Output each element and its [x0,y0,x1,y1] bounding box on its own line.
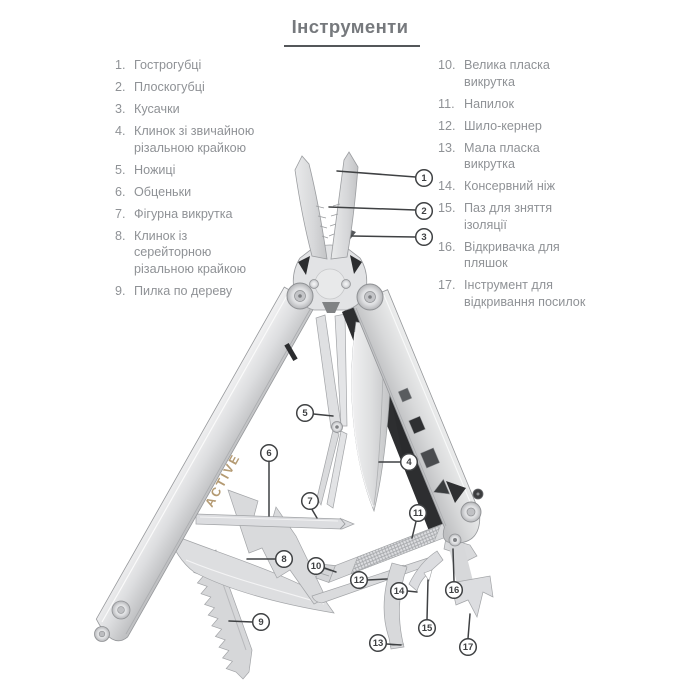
callout-16: 16 [444,548,464,600]
callout-6: 6 [259,443,279,517]
pliers-head [286,151,384,313]
handle-cutouts [397,387,451,495]
legend-item-5: 5.Ножиці [115,162,176,177]
svg-text:5: 5 [302,408,308,419]
legend-item-10: 10.Велика пласка викрутка [438,58,550,89]
callout-1: 1 [336,168,434,188]
legend-item-1: 1.Гострогубці [115,58,202,72]
legend-item-12: 12.Шило-кернер [438,118,542,133]
callout-2: 2 [328,201,434,221]
svg-text:11: 11 [413,508,424,519]
svg-text:13: 13 [373,638,384,649]
legend-left: 1.Гострогубці 2.Плоскогубці 3.Кусачки 4.… [115,57,287,305]
svg-text:10: 10 [311,561,322,572]
callout-13: 13 [368,633,402,653]
right-handle [351,289,484,547]
callout-4: 4 [378,452,419,472]
can-opener [408,550,444,592]
callout-5: 5 [295,403,334,423]
callout-14: 14 [389,581,418,601]
legend-item-9: 9.Пилка по дереву [115,283,233,298]
svg-text:17: 17 [463,642,474,653]
svg-text:14: 14 [394,586,405,597]
svg-text:4: 4 [406,457,412,468]
page-title: Інструменти [291,16,409,37]
legend-item-7: 7.Фігурна викрутка [115,206,233,221]
legend-item-11: 11.Напилок [438,96,514,111]
svg-text:9: 9 [258,617,263,628]
svg-text:2: 2 [421,206,426,217]
left-handle: ACTIVE [94,286,317,642]
svg-text:6: 6 [266,448,271,459]
callout-11: 11 [408,503,428,539]
svg-text:3: 3 [421,232,426,243]
callout-15: 15 [417,579,437,638]
callout-9: 9 [228,612,271,632]
svg-text:1: 1 [421,173,427,184]
plier-jaws [294,151,359,260]
legend-item-2: 2.Плоскогубці [115,80,205,94]
svg-text:16: 16 [449,585,460,596]
legend-item-15: 15.Паз для зняття ізоляції [438,201,553,232]
legend-item-8: 8.Клинок із серейторною різальною крайко… [115,228,247,276]
callout-8: 8 [246,549,294,569]
svg-text:8: 8 [281,554,286,565]
legend-item-17: 17.Інструмент для відкривання посилок [438,278,586,309]
legend-item-16: 16.Відкривачка для пляшок [438,239,560,271]
svg-text:12: 12 [354,575,365,586]
legend-item-13: 13.Мала пласка викрутка [438,140,540,172]
svg-text:15: 15 [422,623,433,634]
svg-text:7: 7 [307,496,312,507]
scissors [315,313,348,509]
legend-right: 10.Велика пласка викрутка 11.Напилок 12.… [438,57,618,316]
serrated-blade [167,532,335,614]
callout-3: 3 [351,227,434,247]
title-underline [284,45,420,47]
legend-item-6: 6.Обценьки [115,184,192,199]
callout-10: 10 [306,556,337,576]
legend-item-3: 3.Кусачки [115,102,180,116]
legend-item-14: 14.Консервний ніж [438,179,555,193]
legend-item-4: 4.Клинок зі звичайною різальною крайкою [115,124,255,155]
callout-12: 12 [349,570,388,590]
callout-7: 7 [300,491,320,519]
callout-17: 17 [458,613,478,657]
